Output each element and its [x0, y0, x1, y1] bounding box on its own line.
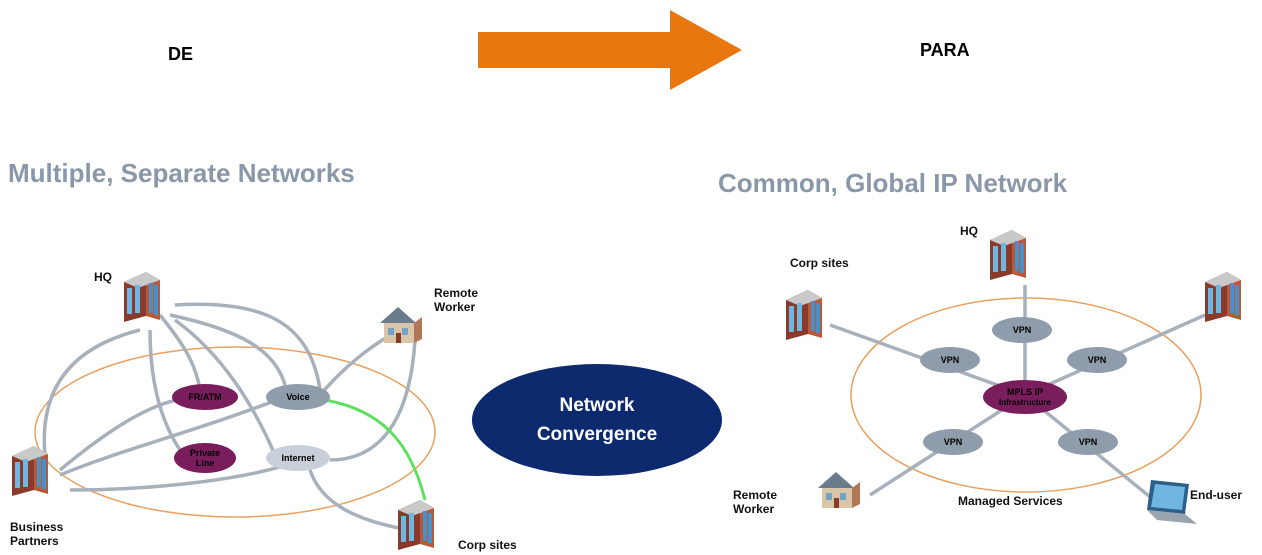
corp-sites-building-icon	[398, 500, 434, 550]
vpn-node-bottom-right: VPN	[1058, 429, 1118, 455]
remote-worker-label-right-line2: Worker	[733, 502, 775, 516]
svg-text:VPN: VPN	[1079, 437, 1098, 447]
end-user-label: End-user	[1190, 488, 1243, 502]
svg-text:Line: Line	[196, 458, 215, 468]
remote-worker-label-right-line1: Remote	[733, 488, 778, 502]
svg-text:Internet: Internet	[281, 453, 314, 463]
remote-worker-house-icon-right	[818, 472, 860, 508]
svg-text:VPN: VPN	[944, 437, 963, 447]
end-user-laptop-icon	[1147, 480, 1197, 524]
hq-label-right: HQ	[960, 224, 978, 238]
to-label: PARA	[920, 40, 970, 60]
voice-link-highlight	[324, 398, 427, 501]
vpn-node-bottom-left: VPN	[923, 429, 983, 455]
right-section-title: Common, Global IP Network	[718, 168, 1068, 198]
svg-text:Network: Network	[560, 395, 635, 416]
from-label: DE	[168, 44, 194, 64]
left-links	[42, 302, 417, 532]
remote-worker-label-line1: Remote	[434, 286, 479, 300]
internet-node: Internet	[266, 445, 330, 471]
svg-text:VPN: VPN	[1088, 355, 1107, 365]
svg-text:VPN: VPN	[941, 355, 960, 365]
left-network-ring	[34, 346, 436, 518]
mpls-ip-infrastructure-node: MPLS IP Infrastructure	[983, 380, 1067, 414]
hq-label: HQ	[94, 270, 112, 284]
transition-arrow-icon	[478, 10, 742, 90]
svg-text:FR/ATM: FR/ATM	[188, 392, 221, 402]
svg-text:VPN: VPN	[1013, 325, 1032, 335]
left-section-title: Multiple, Separate Networks	[8, 158, 355, 188]
hq-building-icon	[124, 272, 160, 322]
fr-atm-node: FR/ATM	[172, 384, 238, 410]
business-partners-building-icon	[12, 446, 48, 496]
svg-text:Infrastructure: Infrastructure	[999, 398, 1052, 407]
network-convergence-badge: Network Convergence	[472, 364, 722, 476]
svg-text:MPLS IP: MPLS IP	[1007, 387, 1043, 397]
svg-text:Voice: Voice	[286, 392, 309, 402]
business-partners-label-line2: Partners	[10, 534, 59, 548]
managed-services-label: Managed Services	[958, 494, 1063, 508]
hq-building-icon-right	[990, 230, 1026, 280]
corp-sites-label: Corp sites	[458, 538, 517, 552]
private-line-node: Private Line	[174, 443, 236, 473]
business-partners-label-line1: Business	[10, 520, 64, 534]
remote-worker-house-icon	[380, 307, 422, 343]
svg-text:Convergence: Convergence	[537, 424, 657, 445]
vpn-node-left: VPN	[920, 347, 980, 373]
site-building-icon-right	[1205, 272, 1241, 322]
vpn-node-top: VPN	[992, 317, 1052, 343]
svg-text:Private: Private	[190, 448, 220, 458]
voice-node: Voice	[266, 384, 330, 410]
corp-sites-building-icon-right	[786, 290, 822, 340]
vpn-node-right: VPN	[1067, 347, 1127, 373]
corp-sites-label-right: Corp sites	[790, 256, 849, 270]
remote-worker-label-line2: Worker	[434, 300, 476, 314]
